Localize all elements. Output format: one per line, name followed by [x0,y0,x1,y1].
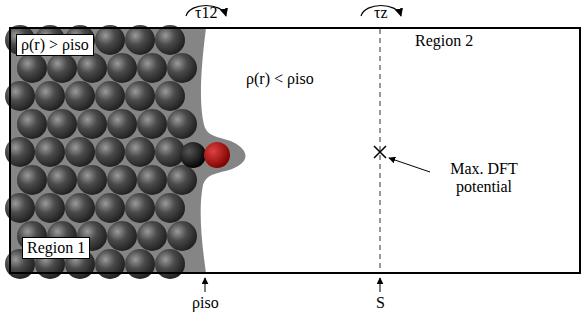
metal-atom [47,109,77,139]
metal-atom [77,109,107,139]
metal-atom [155,25,185,55]
surface-atoms [5,25,197,279]
metal-atom [35,193,65,223]
box-text: Region 1 [27,239,85,257]
metal-atom [95,193,125,223]
isosurface-symbol: ρiso [192,294,219,312]
metal-atom [125,137,155,167]
metal-atom [65,137,95,167]
metal-atom [167,221,197,251]
density-condition: ρ(r) < ρiso [246,70,314,88]
metal-atom [107,109,137,139]
metal-atom [17,53,47,83]
metal-atom [107,165,137,195]
metal-atom [155,249,185,279]
oxygen-atom [204,142,230,168]
metal-atom [125,81,155,111]
max-marker [374,146,386,158]
metal-atom [95,137,125,167]
metal-atom [125,193,155,223]
metal-atom [47,53,77,83]
metal-atom [47,165,77,195]
metal-atom [107,221,137,251]
metal-atom [125,249,155,279]
metal-atom [155,193,185,223]
metal-atom [77,53,107,83]
metal-atom [167,109,197,139]
metal-atom [125,25,155,55]
metal-atom [17,165,47,195]
metal-atom [95,81,125,111]
plane-s [379,29,380,272]
pointer-arrow [380,278,381,292]
metal-atom [35,81,65,111]
metal-atom [35,137,65,167]
leader-line [389,158,430,172]
pointer-arrow [205,278,206,292]
cell-frame [10,28,580,273]
metal-atom [167,165,197,195]
region-label: Region 2 [415,32,473,50]
box-text: ρ(r) > ρiso [21,36,89,54]
torque-symbol: τ12 [195,4,217,22]
metal-atom [137,109,167,139]
plane-symbol: S [376,294,385,312]
metal-atom [107,53,137,83]
metal-atom [167,53,197,83]
metal-atom [95,249,125,279]
metal-atom [77,165,107,195]
metal-atom [17,109,47,139]
region-label-box: Region 1 [22,237,90,259]
density-condition-box: ρ(r) > ρiso [16,34,94,56]
metal-atom [155,81,185,111]
metal-atom [137,165,167,195]
callout-text: Max. DFT potential [434,160,534,197]
metal-atom [137,53,167,83]
torque-symbol: τz [374,4,388,22]
metal-atom [137,221,167,251]
metal-atom [65,193,95,223]
high-density-region [10,28,246,273]
metal-atom [65,81,95,111]
carbon-atom [180,142,206,168]
metal-atom [95,25,125,55]
